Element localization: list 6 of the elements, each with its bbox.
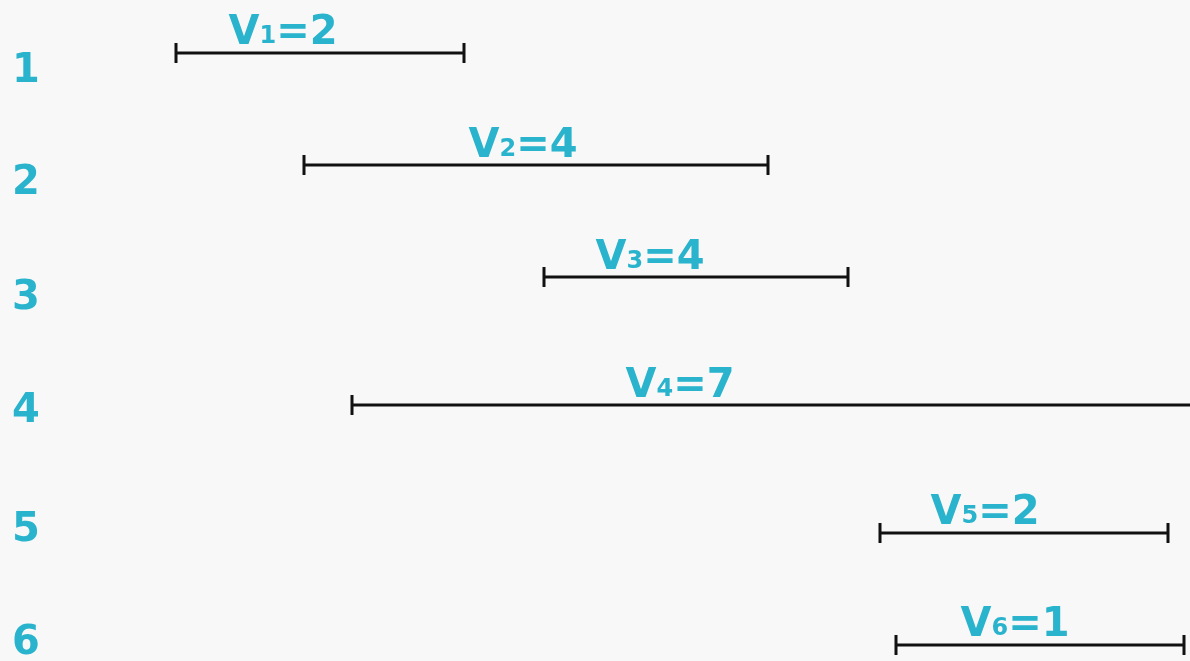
row-number: 3: [12, 275, 40, 315]
row-number: 4: [12, 388, 40, 428]
row-number: 5: [12, 507, 40, 547]
row-number: 6: [12, 620, 40, 660]
row-number: 1: [12, 48, 40, 88]
row-number: 2: [12, 160, 40, 200]
